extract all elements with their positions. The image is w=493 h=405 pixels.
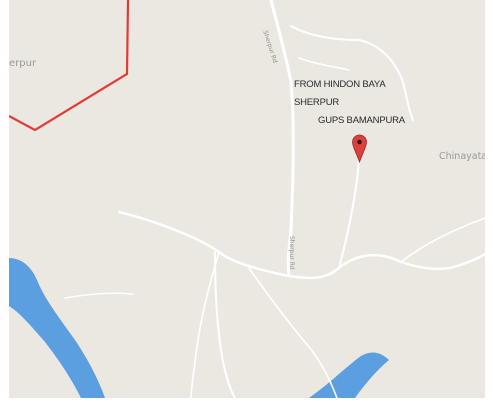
road-east-west-main xyxy=(117,210,485,280)
road-east-spur xyxy=(400,217,485,263)
road-south-west xyxy=(190,251,220,398)
annotation-sherpur: SHERPUR xyxy=(294,97,340,108)
district-boundary xyxy=(9,0,130,132)
road-north-loop xyxy=(298,57,350,71)
road-south-branch xyxy=(214,251,236,398)
place-label-sherpur: erpur xyxy=(9,58,37,69)
map-pin-icon[interactable] xyxy=(352,134,367,164)
map-view[interactable]: erpur Chinayata FROM HINDON BAYA SHERPUR… xyxy=(9,0,485,398)
place-label-chinayata: Chinayata xyxy=(439,151,485,162)
map-canvas[interactable] xyxy=(9,0,485,398)
annotation-from-hindon: FROM HINDON BAYA xyxy=(294,79,386,90)
road-sherpur-north xyxy=(269,0,295,278)
road-south-east xyxy=(248,267,338,398)
road-west-stub xyxy=(64,292,134,299)
land-area xyxy=(9,0,485,398)
annotation-gups-bamanpura: GUPS BAMANPURA xyxy=(318,115,405,126)
road-north-east xyxy=(290,25,414,121)
lake-south xyxy=(309,352,389,398)
river-west xyxy=(9,258,105,398)
road-label-lower: Sherpur Rd xyxy=(288,236,295,270)
